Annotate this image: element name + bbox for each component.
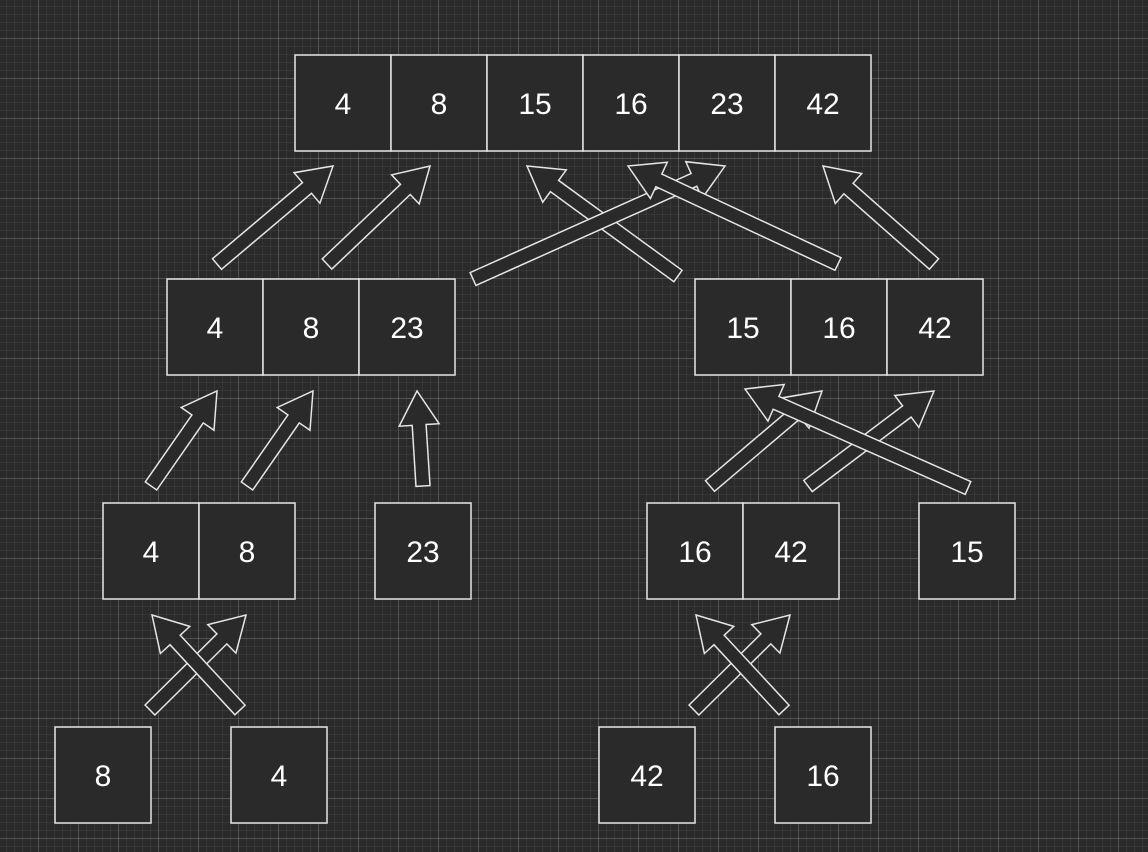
array-single-15: 15 (918, 502, 1016, 600)
arrows-layer (144, 160, 972, 717)
array-cell (390, 54, 488, 152)
array-cell (678, 54, 776, 152)
merge-arrow-1 (211, 165, 335, 271)
array-leaf-4: 4 (230, 726, 328, 824)
array-cell-value: 42 (918, 312, 951, 345)
array-cell-value: 16 (678, 536, 711, 569)
array-cell (886, 278, 984, 376)
array-cell-value: 4 (207, 312, 224, 345)
array-cell-value: 23 (710, 88, 743, 121)
array-cell (358, 278, 456, 376)
array-cell-value: 23 (390, 312, 423, 345)
array-single-23: 23 (374, 502, 472, 600)
array-cell (294, 54, 392, 152)
merge-arrow-9 (397, 389, 441, 488)
array-cell (694, 278, 792, 376)
array-cell (198, 502, 296, 600)
array-cell-value: 42 (806, 88, 839, 121)
array-cell (374, 502, 472, 600)
array-cell (54, 726, 152, 824)
array-cell-value: 16 (614, 88, 647, 121)
array-cell-value: 16 (822, 312, 855, 345)
array-cell (598, 726, 696, 824)
array-leaf-42: 42 (598, 726, 696, 824)
array-cell (262, 278, 360, 376)
merge-arrow-12 (743, 383, 972, 496)
merge-arrow-8 (240, 389, 314, 492)
array-cell-value: 4 (335, 88, 352, 121)
array-cell-value: 15 (726, 312, 759, 345)
merge-arrow-4 (469, 160, 727, 287)
merge-arrow-5 (626, 161, 843, 272)
array-left-merged: 4 8 23 (166, 278, 456, 376)
array-cell-value: 8 (239, 536, 256, 569)
array-cell-value: 16 (806, 760, 839, 793)
array-cell (774, 726, 872, 824)
array-right-merged: 15 16 42 (694, 278, 984, 376)
array-cell (102, 502, 200, 600)
array-cell-value: 8 (95, 760, 112, 793)
array-cell-value: 4 (143, 536, 160, 569)
merge-arrow-6 (821, 165, 940, 271)
array-cell-value: 42 (630, 760, 663, 793)
merge-arrow-2 (321, 164, 432, 271)
merge-arrow-14 (150, 613, 247, 716)
array-cell (486, 54, 584, 152)
array-cell-value: 8 (431, 88, 448, 121)
merge-arrow-16 (694, 613, 791, 716)
array-cell-value: 15 (518, 88, 551, 121)
merge-arrow-7 (144, 389, 218, 492)
array-cell (646, 502, 744, 600)
array-cell (774, 54, 872, 152)
array-cell (742, 502, 840, 600)
array-sorted-result: 4 8 15 16 23 42 (294, 54, 872, 152)
array-cell-value: 42 (774, 536, 807, 569)
array-cell-value: 4 (271, 760, 288, 793)
array-cell (166, 278, 264, 376)
array-leaf-16: 16 (774, 726, 872, 824)
array-cell-value: 23 (406, 536, 439, 569)
array-cell-value: 15 (950, 536, 983, 569)
array-cell-value: 8 (303, 312, 320, 345)
array-cell (230, 726, 328, 824)
array-leaf-8: 8 (54, 726, 152, 824)
array-cell (918, 502, 1016, 600)
